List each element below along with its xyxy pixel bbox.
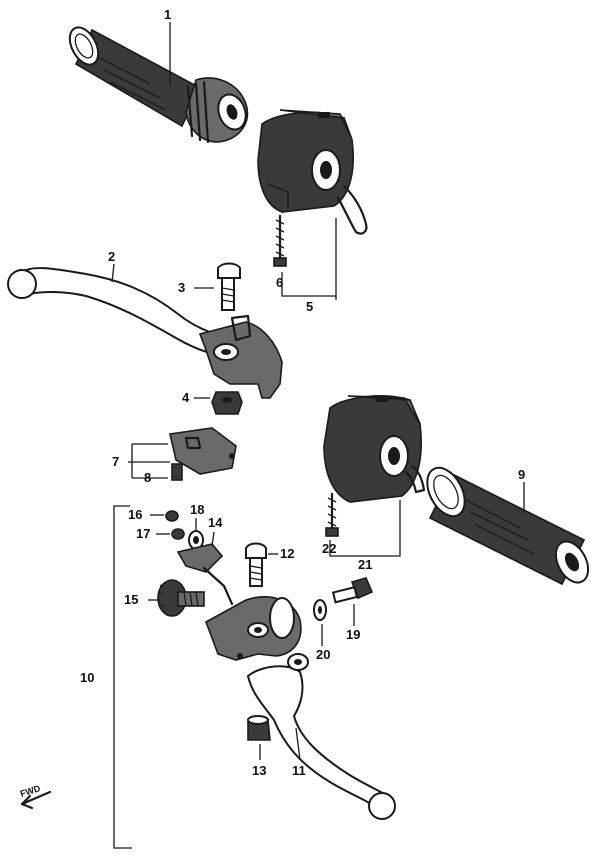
callout-15: 15 xyxy=(124,592,139,607)
callout-17: 17 xyxy=(136,526,151,541)
callout-4: 4 xyxy=(182,390,190,405)
brake-light-switch-part-7 xyxy=(169,427,237,475)
callout-10: 10 xyxy=(80,670,95,685)
leader-line-2 xyxy=(111,263,115,283)
bracket-plate-part-14 xyxy=(176,543,234,606)
nut-part-13 xyxy=(247,715,271,741)
callout-7: 7 xyxy=(112,454,120,469)
callout-5: 5 xyxy=(306,299,314,314)
callout-14: 14 xyxy=(208,515,223,530)
throttle-grip-part-1 xyxy=(68,26,249,144)
forward-arrow-icon xyxy=(20,790,52,810)
bolt-part-19 xyxy=(331,577,374,604)
bracket-7-8 xyxy=(128,443,170,479)
callout-9: 9 xyxy=(518,467,526,482)
callout-16: 16 xyxy=(128,507,143,522)
callout-22: 22 xyxy=(322,541,337,556)
screw-part-8 xyxy=(171,463,183,481)
left-grip-part-9 xyxy=(426,466,590,586)
callout-20: 20 xyxy=(316,647,331,662)
nut-part-4 xyxy=(211,391,243,415)
callout-12: 12 xyxy=(280,546,295,561)
callout-13: 13 xyxy=(252,763,267,778)
front-brake-lever-part-2 xyxy=(7,267,283,399)
bracket-5-6 xyxy=(281,218,337,300)
screw-part-6 xyxy=(273,214,287,267)
callout-3: 3 xyxy=(178,280,186,295)
callout-18: 18 xyxy=(190,502,205,517)
washer-part-20 xyxy=(313,599,327,621)
bracket-10 xyxy=(113,505,132,849)
pivot-bolt-part-12 xyxy=(245,542,267,587)
screw-part-22 xyxy=(325,492,339,537)
screw-part-16 xyxy=(165,510,179,522)
callout-6: 6 xyxy=(276,275,284,290)
leader-line-11 xyxy=(295,727,301,761)
washer-part-17 xyxy=(171,528,185,540)
callout-19: 19 xyxy=(346,627,361,642)
callout-11: 11 xyxy=(292,763,306,778)
clutch-lever-part-11 xyxy=(246,653,396,820)
callout-21: 21 xyxy=(358,557,373,572)
adjuster-knob-part-15 xyxy=(157,579,205,617)
left-switch-housing-part-21 xyxy=(323,395,426,503)
bracket-21-22 xyxy=(329,500,401,557)
callout-2: 2 xyxy=(108,249,116,264)
callout-1: 1 xyxy=(164,7,172,22)
callout-8: 8 xyxy=(144,470,152,485)
right-switch-housing-part-5 xyxy=(257,109,368,235)
lever-holder-part-10 xyxy=(205,596,302,661)
leader-line-14 xyxy=(211,531,215,547)
pivot-bolt-part-3 xyxy=(217,262,241,311)
